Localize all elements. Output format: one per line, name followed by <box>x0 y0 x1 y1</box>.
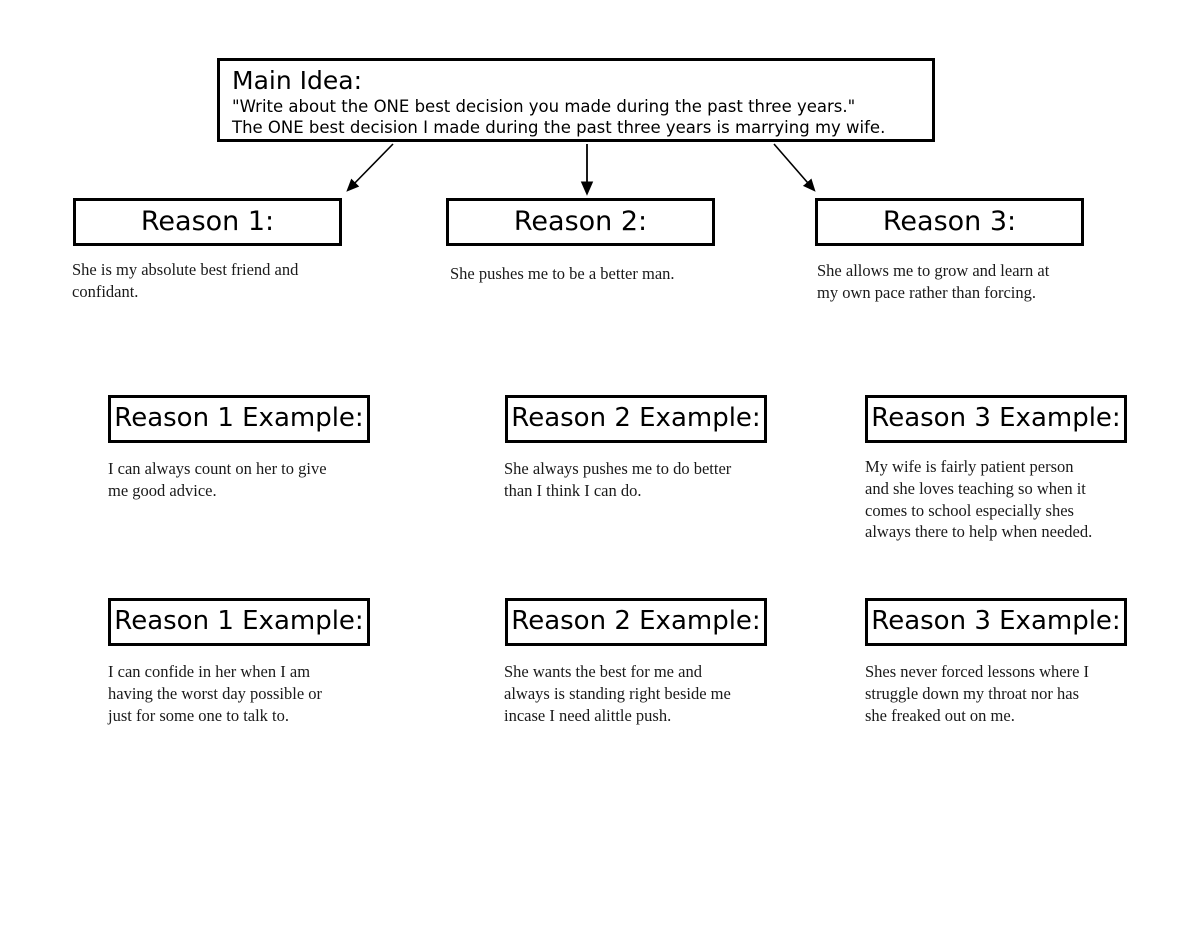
example-text-r1-2: She always pushes me to do better than I… <box>504 459 732 500</box>
example-text-r1-1: I can always count on her to give me goo… <box>108 459 327 500</box>
example-text-r2-3: Shes never forced lessons where I strugg… <box>865 662 1090 725</box>
example-text-r1-3: My wife is fairly patient person and she… <box>865 457 1093 542</box>
main-idea-label: Main Idea: <box>232 66 362 95</box>
example-text-r2-2: She wants the best for me and always is … <box>504 662 731 725</box>
arrow-down-left-icon <box>346 143 394 192</box>
example-box-r1-2[interactable]: Reason 2 Example: <box>505 395 767 443</box>
example-text-r2-1: I can confide in her when I am having th… <box>108 662 323 725</box>
reason-text-1: She is my absolute best friend and confi… <box>72 260 299 301</box>
reason-text-3: She allows me to grow and learn at my ow… <box>817 261 1050 302</box>
example-heading-r2-3: Reason 3 Example: <box>871 606 1121 637</box>
example-heading-r1-1: Reason 1 Example: <box>114 403 364 434</box>
example-box-r2-2[interactable]: Reason 2 Example: <box>505 598 767 646</box>
example-heading-r2-2: Reason 2 Example: <box>511 606 761 637</box>
example-heading-r1-2: Reason 2 Example: <box>511 403 761 434</box>
example-box-r2-1[interactable]: Reason 1 Example: <box>108 598 370 646</box>
example-box-r2-3[interactable]: Reason 3 Example: <box>865 598 1127 646</box>
reason-heading-1: Reason 1: <box>140 205 275 237</box>
reason-text-2: She pushes me to be a better man. <box>450 264 675 283</box>
reason-box-2[interactable]: Reason 2: <box>446 198 715 246</box>
main-idea-prompt: "Write about the ONE best decision you m… <box>232 97 856 116</box>
main-idea-answer: The ONE best decision I made during the … <box>232 118 886 138</box>
reason-box-3[interactable]: Reason 3: <box>815 198 1084 246</box>
reason-heading-3: Reason 3: <box>882 205 1017 237</box>
main-idea-box[interactable]: Main Idea: "Write about the ONE best dec… <box>217 58 935 142</box>
reason-box-1[interactable]: Reason 1: <box>73 198 342 246</box>
example-heading-r2-1: Reason 1 Example: <box>114 606 364 637</box>
example-heading-r1-3: Reason 3 Example: <box>871 403 1121 434</box>
arrow-down-right-icon <box>773 143 816 192</box>
example-box-r1-3[interactable]: Reason 3 Example: <box>865 395 1127 443</box>
reason-heading-2: Reason 2: <box>513 205 648 237</box>
example-box-r1-1[interactable]: Reason 1 Example: <box>108 395 370 443</box>
